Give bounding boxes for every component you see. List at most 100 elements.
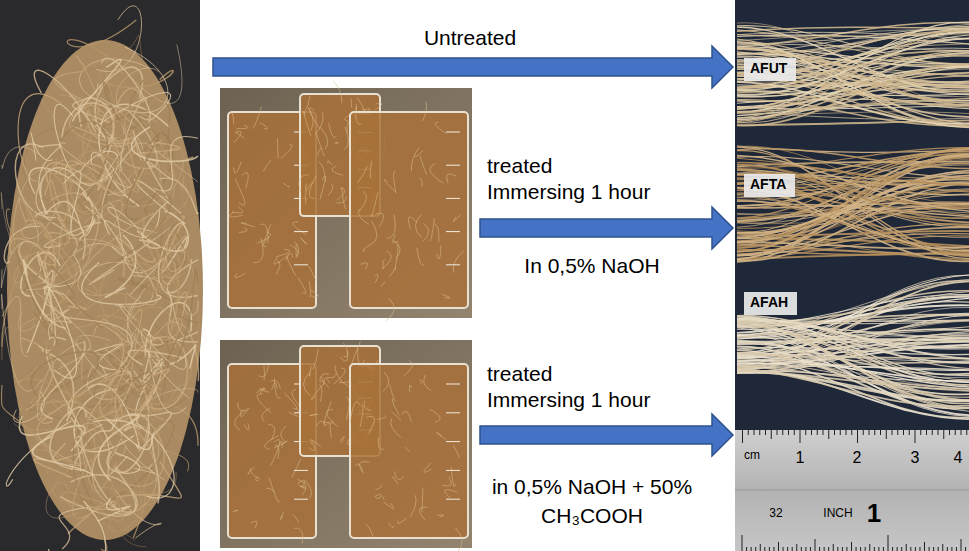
fiber-strand xyxy=(46,285,107,378)
fiber-strand xyxy=(63,146,104,212)
fiber-strand xyxy=(453,251,463,273)
fiber-strand xyxy=(138,221,187,298)
fiber-strand xyxy=(260,123,268,129)
fiber-strand xyxy=(442,295,450,299)
fiber-strand xyxy=(265,435,279,449)
fiber-strand xyxy=(317,133,325,156)
process-arrow xyxy=(213,46,733,456)
fiber-strand xyxy=(139,201,168,248)
ruler-tick xyxy=(929,547,930,551)
fiber-strand xyxy=(350,402,360,424)
fiber-strand xyxy=(737,165,969,219)
fiber-strand xyxy=(135,419,180,442)
fiber-strand xyxy=(737,28,969,88)
ruler-tick xyxy=(947,547,948,551)
ruler-tick xyxy=(924,542,925,551)
ruler-tick xyxy=(805,430,806,435)
fiber-strand xyxy=(737,156,969,232)
beaker-photo xyxy=(220,81,472,321)
fiber-strand xyxy=(134,464,154,474)
fiber-strand xyxy=(430,409,440,422)
fiber-strand xyxy=(387,215,396,239)
sample-label: AFAH xyxy=(744,292,797,315)
fiber-strand xyxy=(55,72,107,122)
fiber-strand xyxy=(394,171,396,194)
beaker-photo xyxy=(220,340,472,551)
fiber-strand xyxy=(59,507,88,549)
fiber-strand xyxy=(430,164,444,184)
fiber-strand xyxy=(392,412,401,421)
fiber-strand xyxy=(98,415,138,481)
fiber-strand xyxy=(73,435,93,518)
fiber-strand xyxy=(424,463,431,472)
fiber-strand xyxy=(163,153,193,180)
ruler-tick xyxy=(933,547,934,551)
beaker-scale xyxy=(446,412,460,413)
ruler-tick xyxy=(787,547,788,551)
fiber-strand xyxy=(453,214,460,221)
fiber-strand xyxy=(299,175,309,193)
fiber-strand xyxy=(34,70,96,132)
ruler-unit: INCH xyxy=(823,507,852,521)
fiber-strand xyxy=(393,399,400,416)
fiber-strand xyxy=(372,192,378,216)
fiber-strand xyxy=(381,282,385,286)
fiber-strand xyxy=(306,481,312,499)
fiber-strand xyxy=(175,269,198,362)
fiber-strand xyxy=(2,294,43,391)
fiber-strand xyxy=(737,56,969,126)
fiber-strand xyxy=(94,338,178,403)
ruler-tick xyxy=(742,430,743,443)
fiber-strand xyxy=(235,273,245,277)
ruler-tick xyxy=(869,430,870,435)
fiber-strand xyxy=(737,99,969,113)
fiber-strand xyxy=(360,405,363,427)
fiber-strand xyxy=(292,459,301,477)
fiber-strand xyxy=(270,440,279,467)
fiber-strand xyxy=(737,323,969,380)
fiber-strand xyxy=(34,434,98,463)
ruler-tick xyxy=(919,547,920,551)
fiber-strand xyxy=(737,42,969,127)
fiber-strand xyxy=(240,408,249,416)
fiber-strand xyxy=(351,99,352,108)
fiber-strand xyxy=(737,368,969,406)
fiber-strand xyxy=(141,318,181,340)
fiber-strand xyxy=(359,462,369,474)
fiber-strand xyxy=(364,401,371,411)
ruler-tick xyxy=(801,547,802,551)
fiber-strand xyxy=(346,397,349,420)
ruler-tick xyxy=(966,430,967,435)
beaker-scale xyxy=(446,264,460,265)
fiber-strand xyxy=(26,207,73,277)
fiber-strand xyxy=(737,319,969,358)
fiber-strand xyxy=(737,195,969,242)
fiber-strand xyxy=(310,414,319,415)
fiber-strand xyxy=(67,20,136,56)
fiber-strand xyxy=(357,97,365,112)
fiber-strand xyxy=(361,263,368,270)
fiber-strand xyxy=(409,385,411,392)
ruler-tick xyxy=(869,544,870,551)
fiber-strand xyxy=(18,94,61,182)
fiber-strand xyxy=(242,173,248,188)
fiber-strand xyxy=(436,432,445,440)
fiber-strand xyxy=(737,175,969,256)
fiber-strand xyxy=(417,248,425,266)
fiber-strand xyxy=(327,373,336,378)
ruler-tick xyxy=(942,544,943,551)
fiber-strand xyxy=(148,162,173,199)
fiber-strand xyxy=(358,348,365,365)
ruler-tick xyxy=(906,544,907,551)
fiber-strand xyxy=(269,478,279,503)
fiber-strand xyxy=(335,142,338,144)
fiber-strand xyxy=(737,281,969,367)
fiber-strand xyxy=(435,122,446,133)
fiber-strand xyxy=(737,32,969,38)
fiber-strand xyxy=(72,124,124,138)
fiber-strand xyxy=(62,309,132,367)
sample-code: AFTA xyxy=(750,176,789,193)
fiber-strand xyxy=(327,409,338,426)
ruler xyxy=(735,430,969,551)
ruler-tick xyxy=(892,547,893,551)
